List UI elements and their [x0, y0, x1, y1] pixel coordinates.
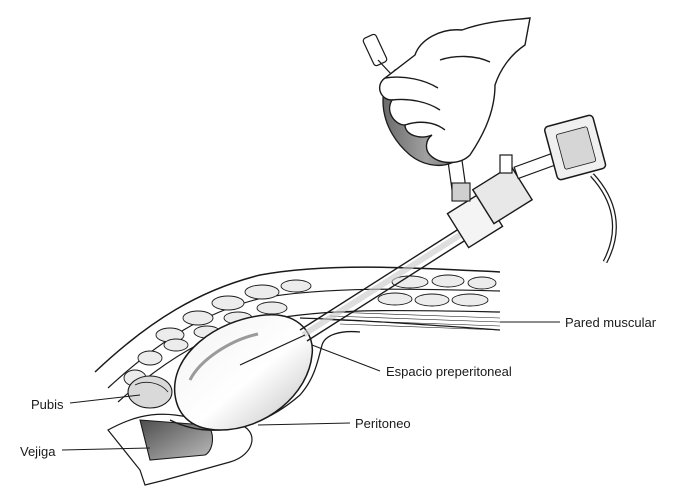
label-peritoneo: Peritoneo: [355, 417, 411, 430]
label-pared-muscular: Pared muscular: [565, 316, 656, 329]
camera-unit: [544, 114, 615, 262]
label-espacio-preperitoneal: Espacio preperitoneal: [386, 365, 512, 378]
label-vejiga: Vejiga: [20, 445, 55, 458]
pubis-bone: [128, 376, 172, 408]
label-pubis: Pubis: [31, 398, 64, 411]
